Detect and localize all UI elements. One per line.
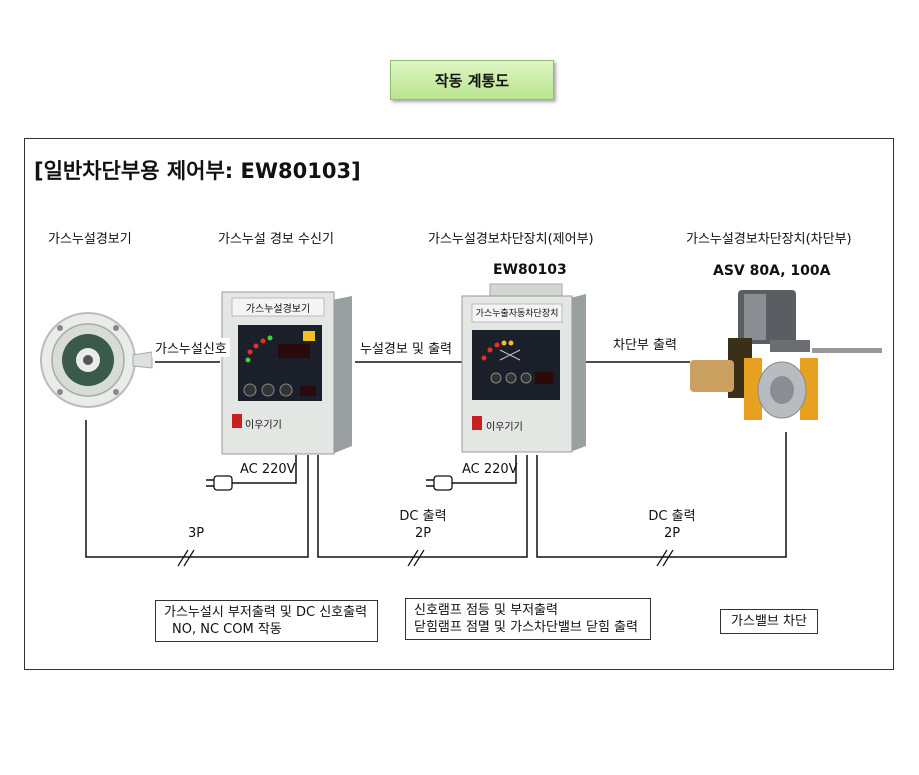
receiver-panel-title: 가스누설경보기	[245, 304, 311, 315]
power-cord-controller	[452, 455, 517, 484]
valve-name: 가스누설경보차단장치(차단부)	[686, 232, 852, 247]
cable-receiver-controller	[317, 455, 528, 558]
cable-label-detector-receiver: 3P	[187, 526, 205, 541]
controller-model: EW80103	[493, 262, 567, 278]
cable-label-controller-valve-line2: 2P	[663, 526, 681, 541]
controller-power-label: AC 220V	[462, 462, 518, 477]
signal-label-controller-valve: 차단부 출력	[610, 334, 680, 353]
receiver-brand: 이우기기	[245, 420, 282, 431]
note-receiver-line1: 가스누설시 부저출력 및 DC 신호출력	[164, 605, 368, 620]
signal-label-detector-receiver: 가스누설신호	[152, 338, 230, 357]
cable-controller-valve	[536, 432, 787, 558]
cable-label-receiver-controller-line2: 2P	[414, 526, 432, 541]
signal-label-receiver-controller: 누설경보 및 출력	[357, 338, 455, 357]
cable-label-controller-valve: DC 출력 2P	[637, 508, 707, 542]
valve-model: ASV 80A, 100A	[713, 263, 831, 279]
receiver-name: 가스누설 경보 수신기	[218, 232, 334, 247]
receiver-power-label: AC 220V	[240, 462, 296, 477]
cable-label-controller-valve-line1: DC 출력	[648, 509, 696, 524]
section-heading: [일반차단부용 제어부: EW80103]	[34, 159, 361, 183]
note-receiver: 가스누설시 부저출력 및 DC 신호출력 NO, NC COM 작동	[155, 600, 378, 642]
gas-valve-device	[690, 290, 882, 420]
detector-name: 가스누설경보기	[48, 232, 132, 247]
note-valve: 가스밸브 차단	[720, 609, 818, 634]
note-receiver-line2: NO, NC COM 작동	[172, 622, 282, 637]
controller-brand: 이우기기	[486, 422, 523, 433]
diagram-frame	[24, 138, 894, 670]
note-controller: 신호램프 점등 및 부저출력 닫힘램프 점멸 및 가스차단밸브 닫힘 출력	[405, 598, 651, 640]
power-cord-receiver	[232, 455, 297, 484]
diagram-title: 작동 계통도	[390, 60, 554, 100]
cable-label-receiver-controller-line1: DC 출력	[399, 509, 447, 524]
gas-detector-device	[40, 312, 153, 408]
plug-icon-controller	[426, 475, 453, 491]
cable-label-receiver-controller: DC 출력 2P	[388, 508, 458, 542]
controller-panel-title: 가스누출자동차단장치	[475, 309, 559, 319]
plug-icon-receiver	[206, 475, 233, 491]
note-valve-line1: 가스밸브 차단	[731, 614, 807, 629]
controller-panel: 가스누출자동차단장치	[472, 304, 562, 322]
controller-device	[461, 283, 586, 453]
note-controller-line1: 신호램프 점등 및 부저출력	[414, 603, 558, 618]
cable-detector-receiver	[85, 420, 309, 558]
note-controller-line2: 닫힘램프 점멸 및 가스차단밸브 닫힘 출력	[414, 620, 638, 635]
controller-name: 가스누설경보차단장치(제어부)	[428, 232, 594, 247]
receiver-panel: 가스누설경보기	[232, 298, 324, 316]
receiver-device	[221, 291, 352, 455]
